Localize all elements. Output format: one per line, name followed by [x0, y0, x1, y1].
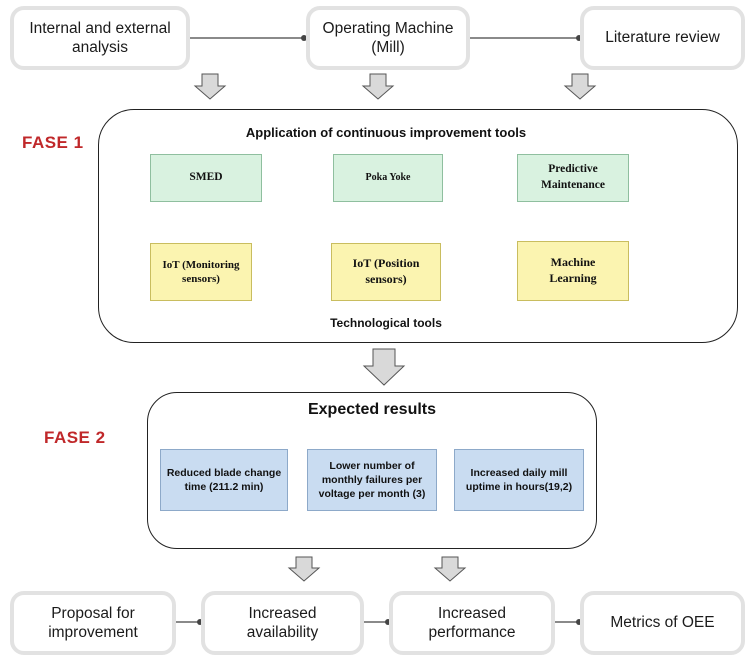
availability-label: Increased availability: [246, 604, 319, 641]
down-arrow-icon: [362, 348, 406, 386]
tech-machine-learning: Machine Learning: [517, 241, 629, 301]
fase2-label: FASE 2: [44, 428, 106, 447]
analysis-box: Internal and external analysis: [10, 6, 190, 70]
literature-label: Literature review: [605, 29, 720, 47]
tool-poka-yoke-label: Poka Yoke: [365, 172, 411, 184]
result-monthly-failures: Lower number of monthly failures per vol…: [307, 449, 437, 511]
performance-box: Increased performance: [389, 591, 555, 655]
down-arrow-icon: [433, 556, 467, 582]
fase1-container: [98, 109, 738, 343]
result-blade-change: Reduced blade change time (211.2 min): [160, 449, 288, 511]
tech-machine-learning-label: Machine Learning: [549, 255, 597, 285]
proposal-box: Proposal for improvement: [10, 591, 176, 655]
down-arrow-icon: [193, 73, 227, 100]
literature-box: Literature review: [580, 6, 745, 70]
tech-iot-position: IoT (Position sensors): [331, 243, 441, 301]
result-daily-uptime: Increased daily mill uptime in hours(19,…: [454, 449, 584, 511]
availability-box: Increased availability: [201, 591, 364, 655]
tech-iot-monitoring-label: IoT (Monitoring sensors): [162, 258, 240, 285]
connector-dot: [301, 35, 307, 41]
down-arrow-icon: [361, 73, 395, 100]
fase1-subtitle: Technological tools: [330, 316, 442, 330]
fase1-title: Application of continuous improvement to…: [245, 125, 527, 140]
result-blade-change-label: Reduced blade change time (211.2 min): [166, 466, 282, 493]
tool-smed: SMED: [150, 154, 262, 202]
down-arrow-icon: [563, 73, 597, 100]
fase1-label: FASE 1: [22, 133, 84, 152]
tech-iot-monitoring: IoT (Monitoring sensors): [150, 243, 252, 301]
down-arrow-icon: [287, 556, 321, 582]
analysis-label: Internal and external analysis: [29, 19, 171, 56]
result-daily-uptime-label: Increased daily mill uptime in hours(19,…: [465, 466, 573, 493]
tech-iot-position-label: IoT (Position sensors): [352, 256, 420, 286]
result-monthly-failures-label: Lower number of monthly failures per vol…: [318, 459, 426, 501]
metrics-label: Metrics of OEE: [610, 614, 715, 632]
proposal-label: Proposal for improvement: [48, 604, 138, 641]
performance-label: Increased performance: [428, 604, 516, 641]
fase2-title: Expected results: [307, 401, 437, 418]
tool-predictive-maintenance: Predictive Maintenance: [517, 154, 629, 202]
machine-box: Operating Machine (Mill): [306, 6, 470, 70]
metrics-box: Metrics of OEE: [580, 591, 745, 655]
tool-smed-label: SMED: [189, 171, 223, 184]
machine-label: Operating Machine (Mill): [322, 19, 454, 56]
tool-poka-yoke: Poka Yoke: [333, 154, 443, 202]
tool-predictive-label: Predictive Maintenance: [541, 163, 605, 191]
